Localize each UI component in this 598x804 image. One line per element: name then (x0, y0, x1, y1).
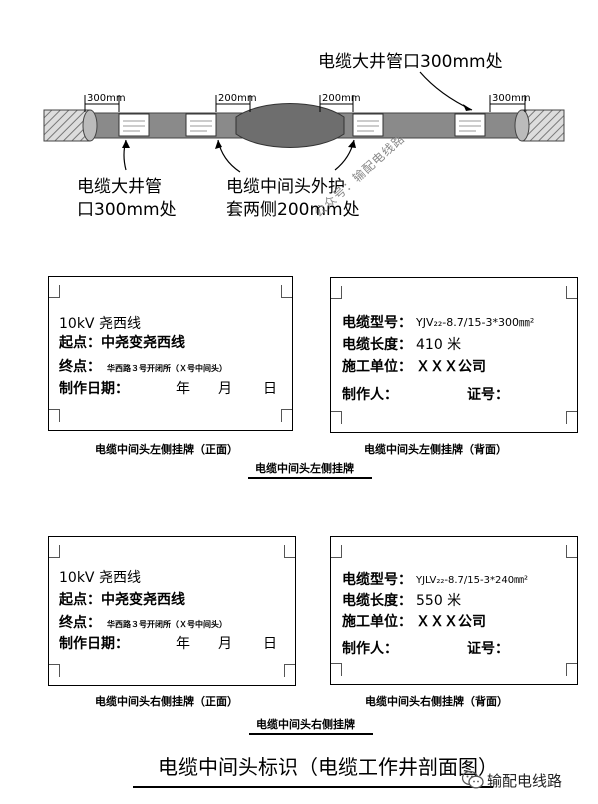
dim-label-200-right: 200mm (322, 93, 361, 104)
dim-label-300-left: 300mm (87, 93, 126, 104)
tag-label: 制作人： (342, 387, 398, 403)
tag-value: ＸＸＸ公司 (416, 359, 486, 375)
account-logo-text: 输配电线路 (487, 772, 563, 790)
tag-date-day: 日 (263, 381, 277, 397)
wechat-icon (462, 770, 484, 789)
subtitle-left: 电缆中间头左侧挂牌 (255, 462, 354, 475)
tag-label: 电缆型号： (342, 572, 412, 588)
tag-card-left-front: 10kV 尧西线 起点：中尧变尧西线 终点： 华西路３号开闭所（Ｘ号中间头） 制… (48, 276, 293, 431)
dim-label-300-right: 300mm (492, 93, 531, 104)
tag-date-year: 年 (176, 636, 190, 652)
tag-date-month: 月 (218, 636, 232, 652)
page-title: 电缆中间头标识（电缆工作井剖面图） (158, 755, 498, 779)
tag-label: 终点： (59, 615, 101, 631)
tag-label: 证号： (467, 387, 509, 403)
subtitle-underline (248, 477, 372, 479)
tag-line: 起点：中尧变尧西线 (59, 592, 185, 608)
tag-line: 10kV 尧西线 (59, 570, 141, 586)
tag-value: YJLV₂₂-8.7/15-3*240㎜² (416, 575, 529, 586)
tag-value: YJV₂₂-8.7/15-3*300㎜² (416, 316, 535, 329)
tag-label: 制作日期： (59, 636, 129, 652)
tag-label: 电缆型号： (342, 315, 412, 331)
tag-label: 制作人： (342, 641, 398, 657)
tag-card-right-front: 10kV 尧西线 起点：中尧变尧西线 终点： 华西路３号开闭所（Ｘ号中间头） 制… (48, 536, 296, 686)
annotation-mid-line1: 电缆中间头外护 (226, 177, 345, 197)
tag-value: 410 米 (416, 337, 462, 353)
cable-diagram (43, 71, 565, 173)
dimension-lines (84, 95, 526, 112)
tag-label: 证号： (467, 641, 509, 657)
tag-date-year: 年 (176, 381, 190, 397)
tag-value: 550 米 (416, 593, 462, 609)
tag-label: 施工单位： (342, 359, 412, 375)
tag-card-right-back: 电缆型号： YJLV₂₂-8.7/15-3*240㎜² 电缆长度： 550 米 … (330, 536, 578, 685)
tag-line: 10kV 尧西线 (59, 316, 141, 332)
annotation-top-right: 电缆大井管口300mm处 (318, 52, 503, 72)
tag-label: 电缆长度： (342, 593, 412, 609)
caption-right-front: 电缆中间头右侧挂牌（正面） (95, 695, 238, 708)
annotation-left-line2: 口300mm处 (77, 200, 177, 220)
caption-left-front: 电缆中间头左侧挂牌（正面） (95, 443, 238, 456)
annotation-left-line1: 电缆大井管 (77, 177, 162, 197)
dim-label-200-left: 200mm (218, 93, 257, 104)
caption-left-back: 电缆中间头左侧挂牌（背面） (364, 443, 507, 456)
tag-value: 华西路３号开闭所（Ｘ号中间头） (107, 620, 227, 629)
tag-card-left-back: 电缆型号： YJV₂₂-8.7/15-3*300㎜² 电缆长度： 410 米 施… (330, 277, 578, 433)
title-underline (133, 786, 493, 788)
cable-joint (235, 103, 345, 148)
subtitle-right: 电缆中间头右侧挂牌 (256, 718, 355, 731)
subtitle-underline (249, 733, 373, 735)
tag-label: 施工单位： (342, 614, 412, 630)
tag-label: 制作日期： (59, 381, 129, 397)
tag-label: 电缆长度： (342, 337, 412, 353)
tag-value: ＸＸＸ公司 (416, 614, 486, 630)
tag-date-month: 月 (218, 381, 232, 397)
caption-right-back: 电缆中间头右侧挂牌（背面） (365, 695, 508, 708)
tag-line: 起点：中尧变尧西线 (59, 335, 185, 351)
tag-value: 华西路３号开闭所（Ｘ号中间头） (107, 364, 227, 373)
tag-label: 终点： (59, 359, 101, 375)
tag-date-day: 日 (263, 636, 277, 652)
annotation-mid-line2: 套两侧200mm处 (226, 200, 360, 220)
